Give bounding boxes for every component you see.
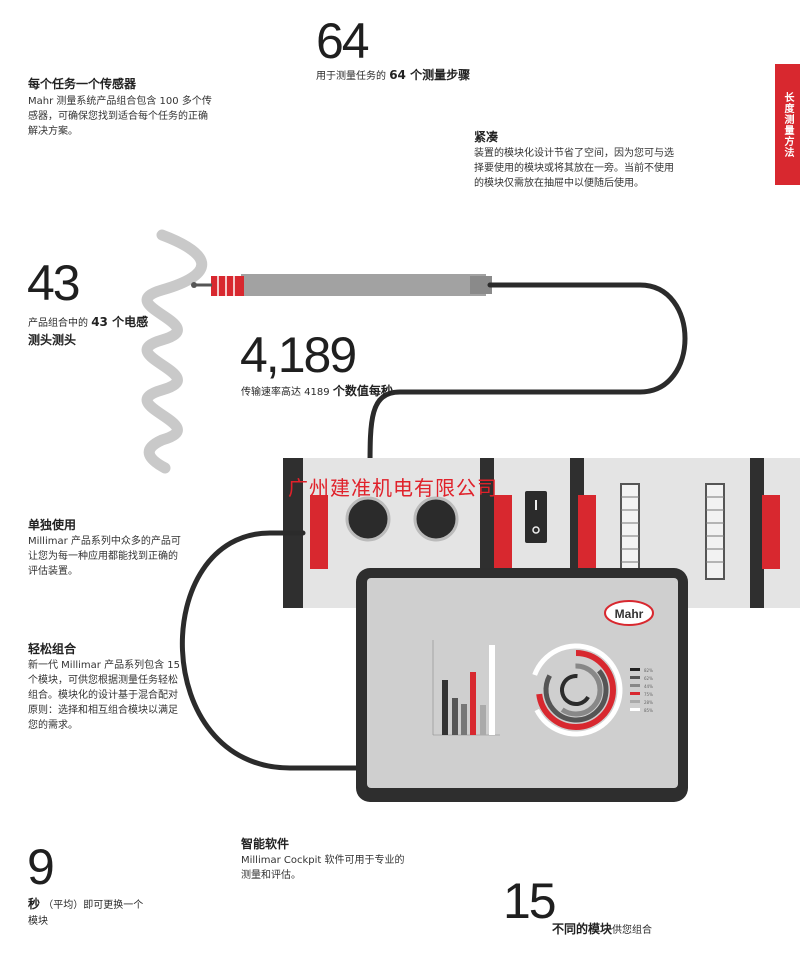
compact-line: 择要使用的模块或将其放在一旁。当前不使用 bbox=[474, 163, 674, 174]
screen-bar bbox=[461, 704, 467, 735]
screen-bar bbox=[480, 705, 486, 735]
sensor-line: 感器，可确保您找到适合每个任务的正确 bbox=[28, 111, 208, 122]
single-title: 单独使用 bbox=[28, 518, 77, 532]
stat-43-bold1: 43 个电感 bbox=[91, 315, 149, 329]
probe-body bbox=[241, 274, 486, 296]
mahr-logo-text: Mahr bbox=[615, 607, 644, 621]
module-red-grip bbox=[578, 495, 596, 569]
easy-title: 轻松组合 bbox=[28, 642, 77, 656]
stat-15-number: 15 bbox=[503, 873, 557, 929]
easy-body: 新一代 Millimar 产品系列包含 15 个模块，可供您根据测量任务轻松 组… bbox=[28, 658, 180, 733]
software-body: Millimar Cockpit 软件可用于专业的 测量和评估。 bbox=[241, 853, 405, 883]
legend-value: 82% bbox=[644, 668, 653, 673]
spring-cable-icon bbox=[141, 229, 208, 474]
easy-line: 个模块，可供您根据测量任务轻松 bbox=[28, 675, 178, 686]
bar-indicator-icon bbox=[705, 483, 725, 580]
easy-line: 新一代 Millimar 产品系列包含 15 bbox=[28, 660, 180, 671]
tablet-cable bbox=[179, 530, 363, 771]
software-line: Millimar Cockpit 软件可用于专业的 bbox=[241, 855, 405, 866]
module-red-grip bbox=[310, 495, 328, 569]
module-red-grip bbox=[762, 495, 780, 569]
power-switch-icon bbox=[525, 491, 547, 543]
compact-line: 的模块仅需放在抽屉中以便随后使用。 bbox=[474, 178, 644, 189]
sensor-body: Mahr 测量系统产品组合包含 100 多个传 感器，可确保您找到适合每个任务的… bbox=[28, 94, 212, 139]
stat-4189-prefix: 传输速率高达 4189 bbox=[241, 387, 330, 398]
screen-bar bbox=[489, 645, 495, 735]
probe-tip-end bbox=[470, 276, 492, 294]
easy-line: 原则：选择和相互组合模块以满足 bbox=[28, 705, 178, 716]
stat-15-rest: 供您组合 bbox=[612, 925, 653, 936]
legend-value: 44% bbox=[644, 684, 653, 689]
compact-title: 紧凑 bbox=[474, 130, 499, 144]
easy-line: 组合。模块化的设计基于混合配对 bbox=[28, 690, 178, 701]
easy-line: 您的需求。 bbox=[28, 720, 78, 731]
legend-value: 28% bbox=[644, 700, 653, 705]
legend-value: 75% bbox=[644, 692, 653, 697]
software-line: 测量和评估。 bbox=[241, 870, 301, 881]
stat-64-prefix: 用于测量任务的 bbox=[316, 71, 386, 82]
rack-divider bbox=[750, 458, 764, 608]
legend-value: 62% bbox=[644, 676, 653, 681]
stat-9-number: 9 bbox=[27, 839, 55, 895]
screen-legend: 82% 62% 44% 75% 28% 85% bbox=[630, 668, 653, 713]
stat-15-caption: 不同的模块供您组合 bbox=[552, 920, 652, 937]
compact-line: 装置的模块化设计节省了空间，因为您可与选 bbox=[474, 148, 674, 159]
stat-64-caption: 用于测量任务的 64 个测量步骤 bbox=[316, 66, 470, 83]
screen-bar bbox=[470, 672, 476, 735]
stat-9-bold: 秒 bbox=[28, 897, 41, 911]
single-body: Millimar 产品系列中众多的产品可 让您为每一种应用都能找到正确的 评估装… bbox=[28, 534, 181, 579]
company-watermark: 广州建准机电有限公司 bbox=[288, 476, 498, 500]
stat-43-number: 43 bbox=[27, 255, 81, 311]
single-line: Millimar 产品系列中众多的产品可 bbox=[28, 536, 181, 547]
software-title: 智能软件 bbox=[241, 837, 290, 851]
legend-value: 85% bbox=[644, 708, 653, 713]
stat-43-prefix: 产品组合中的 bbox=[28, 318, 88, 329]
stat-43-bold2: 测头测头 bbox=[28, 333, 77, 347]
sensor-line: Mahr 测量系统产品组合包含 100 多个传 bbox=[28, 96, 212, 107]
probe-red-collar bbox=[211, 276, 244, 296]
stat-4189-number: 4,189 bbox=[240, 327, 357, 383]
connector-port-icon bbox=[413, 496, 459, 542]
probe-icon bbox=[191, 274, 492, 296]
screen-bar bbox=[452, 698, 458, 735]
single-line: 评估装置。 bbox=[28, 566, 78, 577]
bar-indicator-icon bbox=[620, 483, 640, 580]
sensor-line: 解决方案。 bbox=[28, 126, 78, 137]
tablet-display: Mahr 82% 62% bbox=[356, 568, 688, 802]
compact-body: 装置的模块化设计节省了空间，因为您可与选 择要使用的模块或将其放在一旁。当前不使… bbox=[474, 146, 674, 191]
stat-9-rest2: 模块 bbox=[28, 916, 48, 927]
stat-9-rest1: （平均）即可更换一个 bbox=[43, 900, 144, 911]
stat-4189-caption: 传输速率高达 4189 个数值每秒 bbox=[241, 382, 393, 399]
side-tab[interactable]: 长度测量方法 bbox=[775, 64, 800, 185]
single-line: 让您为每一种应用都能找到正确的 bbox=[28, 551, 178, 562]
module-red-grip bbox=[494, 495, 512, 569]
probe-cable bbox=[367, 282, 688, 503]
stat-64-number: 64 bbox=[316, 13, 370, 69]
screen-ring-chart bbox=[529, 643, 623, 737]
stat-9-caption: 秒 （平均）即可更换一个 模块 bbox=[28, 896, 143, 930]
stat-43-caption: 产品组合中的 43 个电感 测头测头 bbox=[28, 314, 148, 350]
tablet-screen bbox=[367, 578, 678, 788]
mahr-logo bbox=[604, 600, 654, 626]
sensor-title: 每个任务一个传感器 bbox=[28, 77, 137, 91]
stat-4189-bold: 个数值每秒 bbox=[332, 384, 393, 398]
stat-64-bold: 64 个测量步骤 bbox=[389, 68, 471, 82]
screen-bar-chart bbox=[432, 640, 500, 736]
stat-15-bold: 不同的模块 bbox=[552, 922, 613, 936]
connector-port-icon bbox=[345, 496, 391, 542]
screen-bar bbox=[442, 680, 448, 735]
